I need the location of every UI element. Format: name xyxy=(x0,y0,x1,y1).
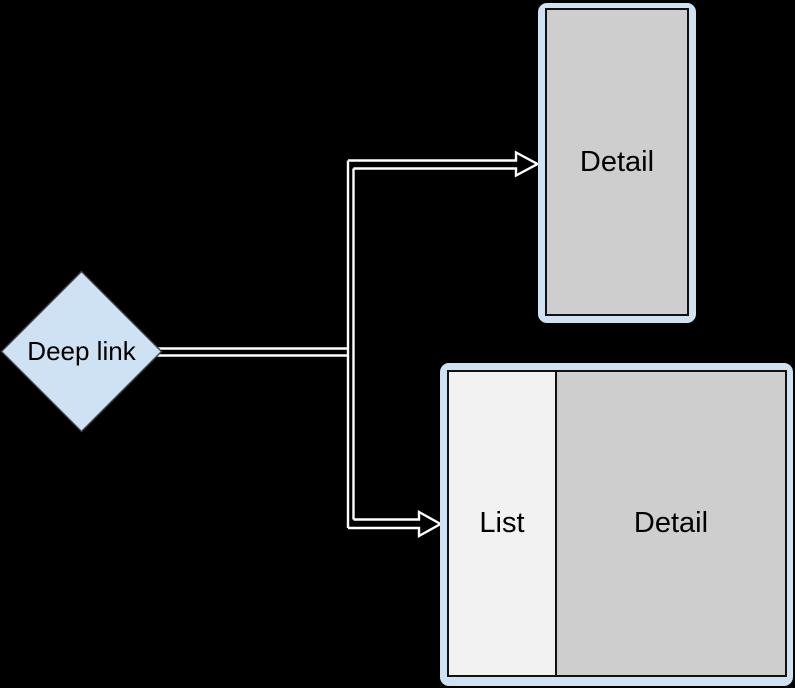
connector-line-vertical xyxy=(346,160,355,528)
deep-link-node xyxy=(0,270,163,433)
list-detail-screen-inner: List Detail xyxy=(447,370,787,677)
connector-line-from-deep-link xyxy=(157,347,349,357)
detail-screen: Detail xyxy=(538,3,696,323)
detail-pane-label: Detail xyxy=(633,507,709,539)
detail-pane: Detail xyxy=(557,372,785,675)
list-pane-label: List xyxy=(479,507,525,539)
list-detail-screen: List Detail xyxy=(440,363,793,686)
list-pane: List xyxy=(449,372,557,675)
detail-screen-inner: Detail xyxy=(545,8,689,316)
deep-link-label: Deep link xyxy=(27,336,136,366)
arrow-to-list-detail xyxy=(348,509,443,539)
arrow-to-detail xyxy=(348,150,541,178)
detail-screen-label: Detail xyxy=(579,145,655,178)
